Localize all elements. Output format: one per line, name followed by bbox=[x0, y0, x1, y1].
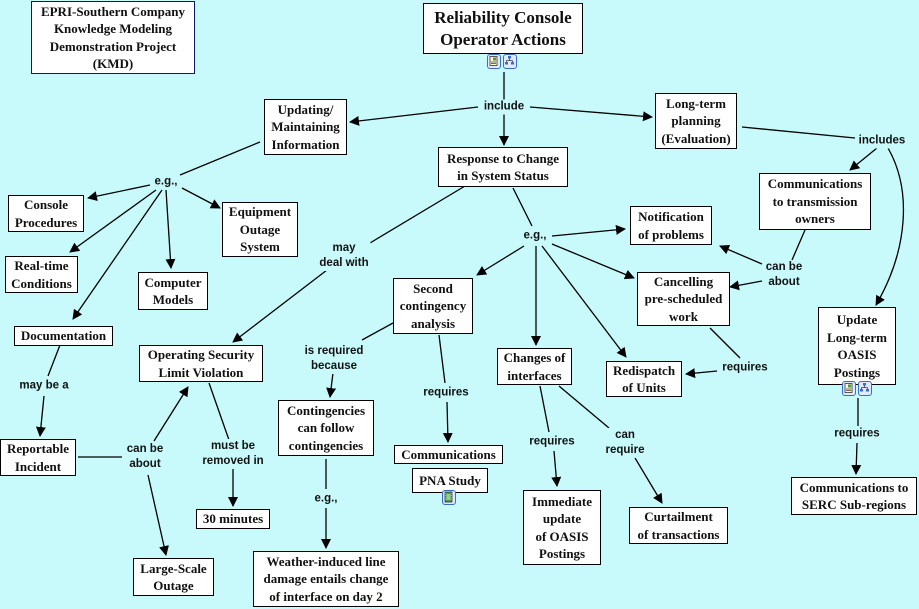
concept-computer-models[interactable]: Computer Models bbox=[138, 272, 208, 310]
link-may-deal-with: may deal with bbox=[317, 241, 371, 271]
link-eg-response: e.g., bbox=[521, 228, 549, 244]
edge-eg-notification bbox=[551, 224, 626, 237]
concept-console-procedures[interactable]: Console Procedures bbox=[8, 195, 84, 232]
concept-map-icon[interactable] bbox=[503, 54, 517, 69]
link-may-be-a: may be a bbox=[17, 378, 71, 394]
edge-changes-requires bbox=[539, 385, 550, 433]
edge-longterm-includes bbox=[741, 126, 856, 139]
concept-reportable-incident[interactable]: Reportable Incident bbox=[0, 439, 76, 476]
link-requires-serc: requires bbox=[832, 426, 882, 442]
concept-equipment-outage-system[interactable]: Equipment Outage System bbox=[222, 202, 298, 257]
edge-eg-realtime bbox=[69, 189, 157, 253]
link-include: include bbox=[481, 99, 527, 115]
concept-communications[interactable]: Communications bbox=[394, 445, 503, 464]
link-must-be-removed-in: must be removed in bbox=[200, 439, 266, 469]
concept-curtailment-of-transactions[interactable]: Curtailment of transactions bbox=[629, 507, 728, 544]
concept-operating-security-limit-violation[interactable]: Operating Security Limit Violation bbox=[139, 345, 263, 382]
edge-response-maydeal bbox=[369, 185, 466, 244]
edge-eg-cancelling bbox=[551, 243, 635, 280]
document-icon[interactable] bbox=[487, 54, 501, 69]
edge-maybea-reportable bbox=[35, 395, 46, 437]
concept-contingencies-follow[interactable]: Contingencies can follow contingencies bbox=[278, 400, 374, 456]
concept-response-to-change[interactable]: Response to Change in System Status bbox=[438, 147, 568, 187]
link-requires-immediate: requires bbox=[527, 434, 577, 450]
edge-include-longterm bbox=[529, 106, 653, 122]
link-can-be-about-notification: can be about bbox=[763, 260, 805, 290]
edge-documentation-maybea bbox=[47, 344, 61, 377]
concept-communications-transmission-owners[interactable]: Communications to transmission owners bbox=[759, 173, 871, 230]
link-can-be-about-violation: can be about bbox=[124, 442, 166, 472]
edge-isrequired-contingencies bbox=[326, 372, 337, 398]
edge-requires-communications bbox=[442, 401, 453, 443]
edge-canbe-largescale bbox=[147, 474, 169, 556]
edge-second-isrequired bbox=[361, 322, 394, 341]
link-includes: includes bbox=[856, 133, 908, 149]
edge-second-requires bbox=[438, 334, 446, 384]
edge-requires-serc bbox=[851, 442, 862, 475]
concept-communications-serc[interactable]: Communications to SERC Sub-regions bbox=[791, 477, 917, 515]
edge-eg-computer bbox=[165, 189, 176, 269]
concept-long-term-planning[interactable]: Long-term planning (Evaluation) bbox=[655, 93, 737, 149]
edge-eg-equipment bbox=[181, 187, 221, 209]
edge-includes-commowners bbox=[849, 147, 878, 171]
edge-canrequire-curtailment bbox=[634, 457, 663, 504]
edge-response-eg bbox=[512, 187, 533, 227]
edge-canbe-notification bbox=[719, 244, 763, 265]
edge-canbe-cancelling bbox=[729, 280, 763, 291]
concept-weather-induced-damage[interactable]: Weather-induced line damage entails chan… bbox=[253, 551, 399, 607]
document-icon[interactable] bbox=[842, 381, 856, 396]
edge-eg-redispatch bbox=[541, 245, 627, 358]
edge-commowners-canbe bbox=[791, 229, 806, 261]
edge-canbe-opsec bbox=[153, 386, 189, 442]
edge-includes-updateoasis bbox=[875, 147, 905, 306]
link-requires-redispatch: requires bbox=[720, 360, 770, 376]
link-requires-communications: requires bbox=[421, 385, 471, 401]
edge-eg-documentation bbox=[72, 189, 163, 320]
edge-eg-second bbox=[476, 245, 525, 276]
link-can-require: can require bbox=[603, 428, 647, 458]
video-icon[interactable] bbox=[442, 490, 456, 505]
concept-realtime-conditions[interactable]: Real-time Conditions bbox=[5, 256, 78, 293]
concept-redispatch-of-units[interactable]: Redispatch of Units bbox=[606, 361, 682, 397]
edge-requires-redispatch bbox=[685, 368, 718, 379]
concept-large-scale-outage[interactable]: Large-Scale Outage bbox=[133, 558, 214, 596]
concept-update-oasis-postings[interactable]: Update Long-term OASIS Postings bbox=[818, 307, 896, 385]
concept-updating-information[interactable]: Updating/ Maintaining Information bbox=[264, 99, 347, 155]
concept-30-minutes[interactable]: 30 minutes bbox=[196, 509, 270, 529]
edge-opsec-mustbe bbox=[208, 382, 230, 441]
concept-notification-of-problems[interactable]: Notification of problems bbox=[630, 206, 712, 245]
link-eg-updating: e.g., bbox=[152, 174, 180, 190]
concept-pna-study[interactable]: PNA Study bbox=[412, 468, 488, 493]
edge-updating-eg bbox=[179, 141, 261, 176]
edge-eg-console bbox=[87, 184, 151, 202]
concept-immediate-update-oasis[interactable]: Immediate update of OASIS Postings bbox=[523, 490, 601, 565]
concept-second-contingency-analysis[interactable]: Second contingency analysis bbox=[393, 278, 473, 334]
edge-changes-canrequire bbox=[558, 385, 610, 429]
project-title-box: EPRI-Southern Company Knowledge Modeling… bbox=[31, 1, 195, 74]
concept-documentation[interactable]: Documentation bbox=[14, 326, 113, 346]
link-eg-contingencies: e.g., bbox=[312, 491, 340, 507]
edge-cancelling-requires bbox=[709, 327, 741, 359]
edge-maydeal-opsec bbox=[232, 269, 328, 343]
concept-map-icon[interactable] bbox=[858, 381, 872, 396]
root-concept[interactable]: Reliability Console Operator Actions bbox=[423, 3, 583, 54]
edge-requires-immediate bbox=[551, 450, 562, 487]
concept-cancelling-work[interactable]: Cancelling pre-scheduled work bbox=[637, 272, 730, 326]
concept-changes-of-interfaces[interactable]: Changes of interfaces bbox=[497, 348, 572, 385]
edge-include-updating bbox=[349, 106, 479, 126]
link-is-required-because: is required because bbox=[302, 344, 366, 374]
